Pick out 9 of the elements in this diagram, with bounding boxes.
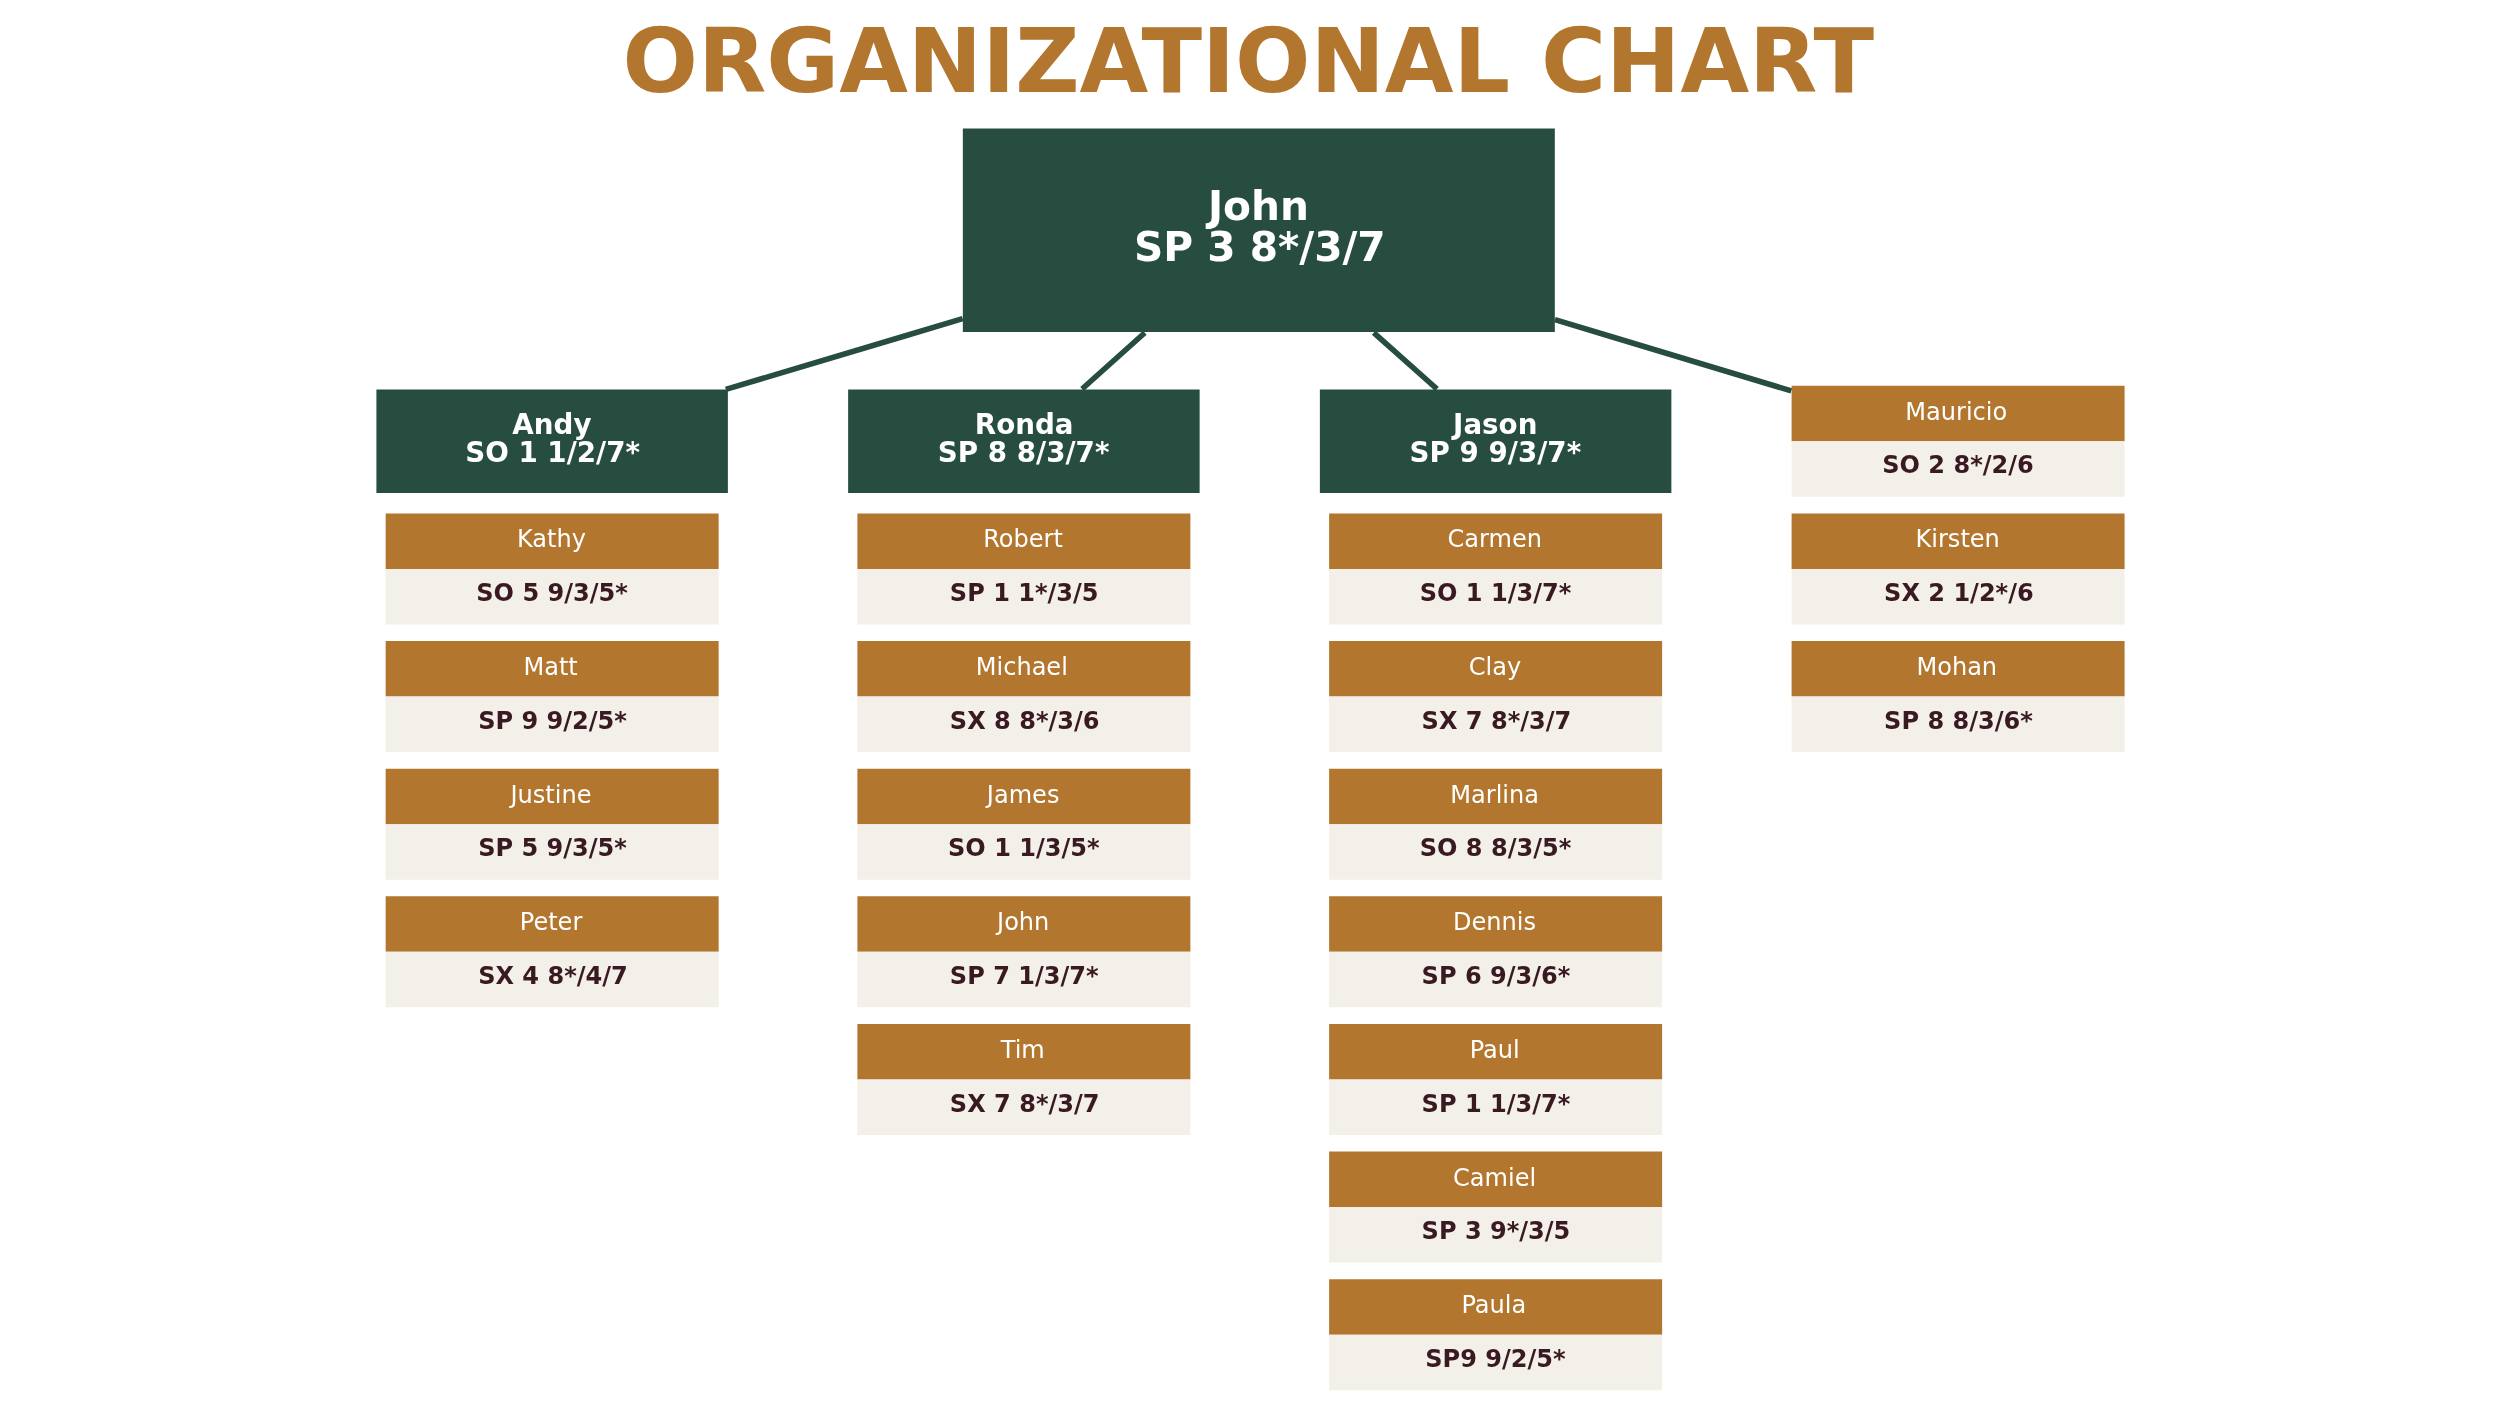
connector (1553, 316, 1792, 394)
connector (1079, 330, 1147, 392)
diagram-title: ORGANIZATIONAL CHART (621, 10, 1874, 114)
node-box: John SP 3 8*/3/7 (962, 128, 1555, 333)
node-box: Andy SO 1 1/2/7* (375, 389, 728, 494)
node-box: Jason SP 9 9/3/7* (1319, 389, 1671, 494)
connector (724, 316, 963, 393)
connector (1371, 330, 1439, 392)
node-box: Ronda SP 8 8/3/7* (847, 389, 1200, 494)
